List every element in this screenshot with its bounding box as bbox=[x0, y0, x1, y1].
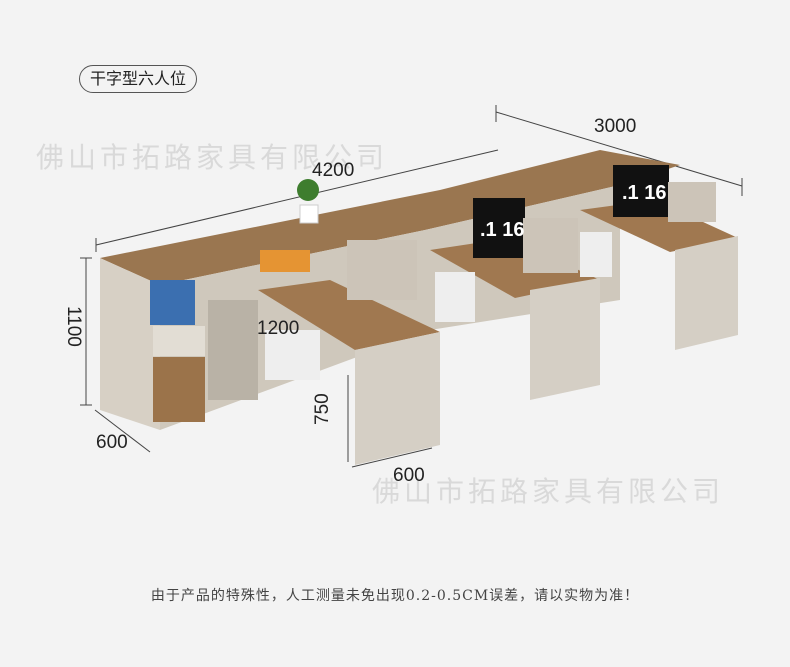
monitor-2 bbox=[473, 198, 525, 258]
orange-box bbox=[260, 250, 310, 272]
pc-tower-3 bbox=[580, 232, 612, 277]
cabinet-door bbox=[153, 357, 205, 422]
monitor-text-2: .1 16 bbox=[480, 219, 525, 241]
binders bbox=[150, 280, 195, 325]
footnote: 由于产品的特殊性，人工测量未免出现0.2-0.5CM误差，请以实物为准！ bbox=[150, 588, 640, 604]
dimension-desk-width: 600 bbox=[393, 465, 425, 486]
cabinet-top bbox=[100, 150, 680, 285]
plant-pot bbox=[299, 204, 319, 224]
desk-top-1 bbox=[258, 280, 440, 350]
dimension-side-depth: 600 bbox=[96, 432, 128, 453]
desk-leg-1 bbox=[355, 332, 440, 465]
watermark: 佛山市拓路家具有限公司 bbox=[372, 475, 725, 508]
desk-top-2 bbox=[430, 238, 600, 298]
product-type-tag: 干字型六人位 bbox=[79, 65, 198, 93]
dimension-width-top: 3000 bbox=[594, 116, 637, 137]
drawer bbox=[153, 326, 205, 356]
desk-leg-3 bbox=[675, 236, 738, 350]
monitor-text-3: .1 16 bbox=[622, 182, 667, 204]
pc-tower-1 bbox=[265, 330, 320, 380]
dimension-desk-depth: 1200 bbox=[257, 318, 300, 339]
monitor-3 bbox=[613, 165, 669, 217]
dimension-desk-height: 750 bbox=[312, 393, 333, 425]
dimension-height: 1100 bbox=[63, 306, 84, 347]
cabinet-side bbox=[100, 258, 160, 430]
dimension-length-main: 4200 bbox=[312, 160, 355, 181]
dimension-lines bbox=[80, 105, 743, 468]
divider-panel-2 bbox=[523, 218, 578, 273]
pc-tower-2 bbox=[435, 272, 475, 322]
shelf-compartment bbox=[208, 300, 258, 400]
divider-panel-1 bbox=[347, 240, 417, 300]
watermark: 佛山市拓路家具有限公司 bbox=[36, 141, 389, 174]
divider-panel-3 bbox=[668, 182, 716, 222]
plant bbox=[297, 179, 319, 201]
desk-leg-2 bbox=[530, 278, 600, 400]
